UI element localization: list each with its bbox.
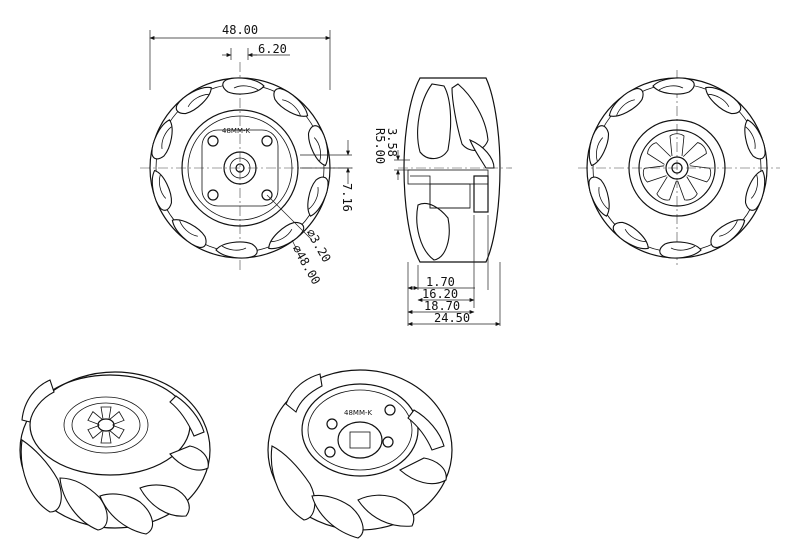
- hub-label: 48MM-K: [222, 127, 251, 135]
- dim-width: 48.00: [222, 23, 258, 37]
- iso-label: 48MM-K: [344, 409, 373, 417]
- dim-side-4: 24.50: [434, 311, 470, 325]
- front-view: 48MM-K 48.00 6.20 7.16 ⌀3.20 ⌀48.00: [140, 23, 355, 287]
- side-roller: [417, 83, 452, 160]
- dim-offset: 6.20: [258, 42, 287, 56]
- spokes: [641, 133, 713, 203]
- iso-view-right: 48MM-K: [267, 369, 453, 539]
- mount-hole: [261, 135, 273, 147]
- back-view: [578, 70, 780, 268]
- center-hub: [223, 151, 257, 185]
- side-roller: [416, 202, 450, 261]
- hub-section: [473, 175, 489, 213]
- mount-hole: [261, 189, 273, 201]
- dim-side-2: 16.20: [422, 287, 458, 301]
- dim-side-3: 18.70: [424, 299, 460, 313]
- dim-roller-radius: R5.00: [373, 128, 387, 164]
- spoke-hub: [638, 129, 716, 207]
- mount-hole: [207, 135, 219, 147]
- roller-ring: [146, 77, 334, 259]
- dim-hub-offset: 7.16: [340, 183, 354, 212]
- side-view: 3.58 R5.00 1.70 16.20 18.70 24.50: [373, 77, 512, 326]
- dim-roller-a: 3.58: [385, 128, 399, 157]
- dim-side-1: 1.70: [426, 275, 455, 289]
- side-profile: [403, 77, 501, 263]
- hub-plate: [181, 109, 299, 227]
- iso-view-left: [19, 371, 211, 535]
- mount-hole: [207, 189, 219, 201]
